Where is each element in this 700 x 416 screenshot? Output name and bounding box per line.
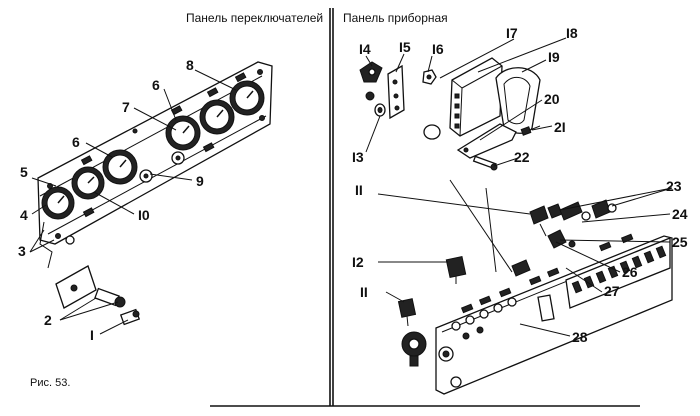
callout-27: 27 [604,283,620,299]
gauge-6a [102,149,138,185]
callout-11a: II [355,182,363,198]
switch-26 [547,229,576,249]
switch-23 [591,199,617,219]
gauge-10 [71,166,105,200]
key-switch [401,331,427,367]
bracket-2 [55,265,126,309]
switch-9 [139,151,185,183]
instrument-panel-28 [435,233,673,395]
callout-15: I5 [399,39,411,55]
left-leader-lines [29,69,237,335]
callout-22: 22 [514,149,530,165]
callout-18: I8 [566,25,578,41]
callout-23: 23 [666,178,682,194]
nut-16 [422,69,437,85]
nut [365,91,375,101]
callout-14: I4 [359,41,371,57]
gauge-4 [41,186,75,220]
bushing [423,124,441,140]
screw-21 [520,125,541,136]
bolt [65,235,75,245]
callout-25: 25 [672,234,688,250]
callout-11b: II [360,284,368,300]
bulb-1 [119,308,141,326]
callout-6b: 6 [152,77,160,93]
switch-12 [445,255,467,284]
figure-caption: Рис. 53. [30,377,70,389]
left-panel-title: Панель переключателей [186,11,323,25]
washer-13 [374,103,386,117]
callout-21: 2I [554,119,566,135]
callout-3: 3 [18,243,26,259]
callout-13: I3 [352,149,364,165]
gauge-8 [229,80,265,116]
callout-19: I9 [548,49,560,65]
right-lower-leader-lines [377,187,673,337]
bolt-22 [472,155,498,171]
callout-28: 28 [572,329,588,345]
gauge-6b [199,99,235,135]
callout-4: 4 [20,207,28,223]
switch-11-lower [397,298,417,327]
callout-24: 24 [672,206,688,222]
right-top-leader-lines [365,37,567,167]
plate-15 [387,64,405,120]
callout-20: 20 [544,91,560,107]
switch-25 [511,259,531,277]
switch-11-upper [529,203,563,237]
guide-lines [449,179,513,273]
right-panel-title: Панель приборная [343,11,448,25]
callout-6a: 6 [72,134,80,150]
callout-12: I2 [352,254,364,270]
callout-16: I6 [432,41,444,57]
panel-separator [210,8,640,407]
gauge-7 [165,115,201,151]
callout-17: I7 [506,25,518,41]
callout-8: 8 [186,57,194,73]
callout-2: 2 [44,312,52,328]
plate-20 [456,123,517,159]
callout-5: 5 [20,164,28,180]
callout-26: 26 [622,264,638,280]
callout-10: I0 [138,207,150,223]
bracket-19 [495,67,541,134]
relay-body [449,57,503,137]
callout-9: 9 [196,173,204,189]
callout-1: I [90,327,94,343]
callout-7: 7 [122,99,130,115]
